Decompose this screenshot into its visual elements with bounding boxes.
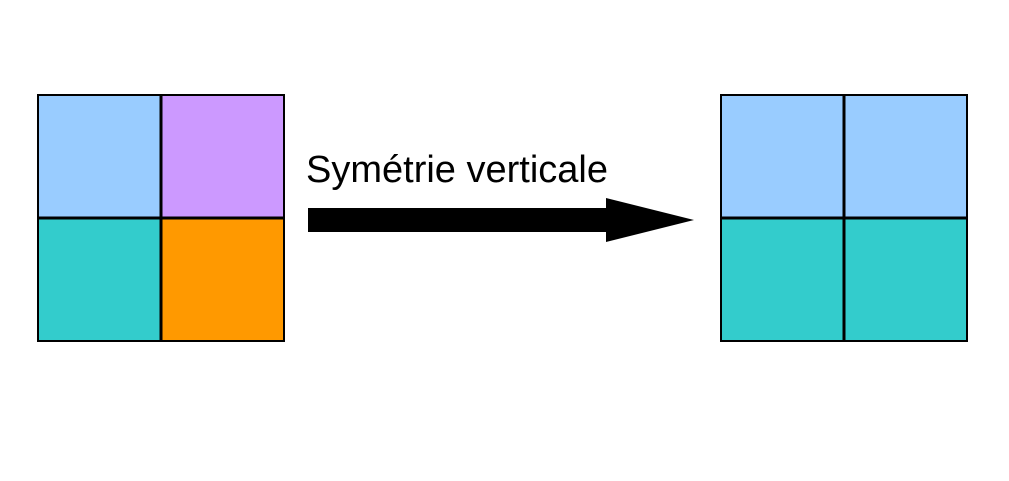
after-cell-top-left [721, 95, 844, 218]
right-arrow-icon [308, 198, 694, 242]
after-cell-top-right [844, 95, 967, 218]
before-cell-bottom-right [161, 218, 284, 341]
before-grid [37, 94, 285, 342]
before-cell-bottom-left [38, 218, 161, 341]
arrow-head [606, 198, 694, 242]
arrow-label: Symétrie verticale [306, 149, 608, 191]
before-cell-top-left [38, 95, 161, 218]
arrow-shaft [308, 208, 610, 232]
after-grid [720, 94, 968, 342]
after-cell-bottom-right [844, 218, 967, 341]
before-cell-top-right [161, 95, 284, 218]
after-cell-bottom-left [721, 218, 844, 341]
